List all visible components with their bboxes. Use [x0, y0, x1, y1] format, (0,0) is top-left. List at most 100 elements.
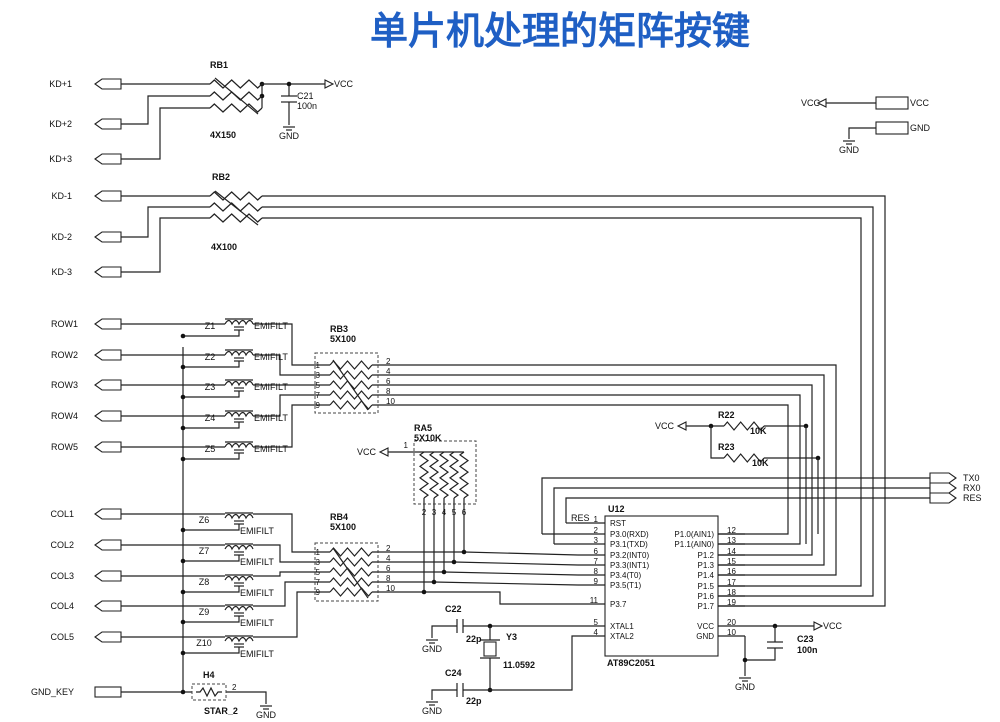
wire — [463, 635, 578, 691]
kd-minus-port — [94, 231, 122, 243]
u12-right-pin-name: P1.3 — [698, 561, 715, 570]
ra5-pin-bottom: 2 — [422, 508, 427, 517]
wire — [183, 361, 240, 368]
serial-label: RES — [963, 493, 982, 503]
rb4-ref: RB4 — [330, 512, 348, 522]
col-filter-value: EMIFILT — [240, 588, 274, 598]
connector-label-kd-minus: KD-2 — [51, 232, 72, 242]
connector-label-kd-plus: KD+1 — [49, 79, 72, 89]
u12-left-pin-name: XTAL1 — [610, 622, 634, 631]
ra5-pin-top: 1 — [404, 441, 409, 450]
row-filter-ref: Z4 — [205, 413, 216, 423]
rb3-pin-left: 5 — [316, 381, 321, 390]
u12-left-pin-num: 2 — [594, 526, 599, 535]
junction-dot — [180, 456, 186, 462]
h4-ref: H4 — [203, 670, 215, 680]
gnd-label: GND — [839, 145, 860, 155]
rb3-pin-right: 4 — [386, 367, 391, 376]
ra5-vcc-arrow — [378, 447, 389, 457]
connector-label-gnd-key: GND_KEY — [31, 687, 74, 697]
wire — [183, 422, 240, 429]
wire — [372, 551, 579, 556]
components — [94, 77, 957, 710]
wire — [372, 404, 789, 535]
u12-right-pin-num: 20 — [727, 618, 736, 627]
u12-left-pin-num: 7 — [594, 557, 599, 566]
wire — [565, 497, 930, 523]
row-filter-value: EMIFILT — [254, 352, 288, 362]
diagram-title: 单片机处理的矩阵按键 — [370, 9, 750, 53]
row-port — [94, 379, 122, 391]
u12-right-pin-name: P1.5 — [698, 582, 715, 591]
row-filter-value: EMIFILT — [254, 413, 288, 423]
wire — [183, 391, 240, 398]
connector-label-kd-plus: KD+3 — [49, 154, 72, 164]
row-emi-filter — [224, 350, 254, 357]
wire — [541, 477, 930, 534]
ra5-pin-bottom: 6 — [462, 508, 467, 517]
row-emi-filter — [224, 411, 254, 418]
u12-right-pin-num: 10 — [727, 628, 736, 637]
rb4-pin-left: 9 — [316, 588, 321, 597]
row-port — [94, 441, 122, 453]
u12-left-pin-num: 11 — [590, 596, 599, 605]
u12-right-pin-name: VCC — [697, 622, 714, 631]
wire — [372, 374, 825, 566]
wire — [253, 544, 330, 563]
h4-pin: 2 — [232, 683, 237, 692]
rb3-pin-left: 7 — [316, 391, 321, 400]
wire — [372, 571, 579, 576]
rb4-pin-right: 8 — [386, 574, 391, 583]
wire — [253, 571, 330, 577]
wire — [262, 217, 862, 587]
rb2-resistor — [209, 213, 263, 223]
u12-right-pin-num: 19 — [727, 598, 736, 607]
wire — [121, 95, 210, 125]
wire — [262, 206, 874, 597]
u12-right-pin-num: 15 — [727, 557, 736, 566]
legend-vcc-label-left: VCC — [801, 98, 821, 108]
gnd-label: GND — [256, 710, 277, 720]
rb2-network-line — [214, 190, 259, 226]
u12-right-pin-name: P1.7 — [698, 602, 715, 611]
u12-right-pin-name: P1.1(AIN0) — [674, 540, 714, 549]
connector-label-col: COL4 — [50, 601, 74, 611]
r22-vcc-label: VCC — [655, 421, 675, 431]
ra5-pin-bottom: 5 — [452, 508, 457, 517]
junction-dot — [180, 689, 186, 695]
u12-left-pin-name: RST — [610, 519, 626, 528]
col-port — [94, 600, 122, 612]
connector-label-row: ROW3 — [51, 380, 78, 390]
row-filter-ref: Z1 — [205, 321, 216, 331]
rb4-pin-left: 5 — [316, 568, 321, 577]
rb3-pin-left: 3 — [316, 371, 321, 380]
r23-value: 10K — [752, 458, 769, 468]
wire — [372, 364, 837, 576]
ra5-pin-bottom: 4 — [442, 508, 447, 517]
rb4-resistor — [329, 557, 373, 567]
row-filter-value: EMIFILT — [254, 444, 288, 454]
u12-left-pin-name: P3.4(T0) — [610, 571, 641, 580]
col-filter-value: EMIFILT — [240, 649, 274, 659]
wire — [183, 555, 240, 562]
junction-dot — [742, 657, 748, 663]
col-port — [94, 570, 122, 582]
rb4-outline — [314, 542, 379, 602]
c23-ref: C23 — [797, 634, 814, 644]
u12-left-pin-name: P3.7 — [610, 600, 627, 609]
u12-vcc-label: VCC — [823, 621, 843, 631]
u12-right-pin-num: 18 — [727, 588, 736, 597]
connector-label-kd-plus: KD+2 — [49, 119, 72, 129]
wire — [372, 591, 578, 605]
wire — [372, 561, 579, 566]
rb3-pin-right: 6 — [386, 377, 391, 386]
row-emi-filter — [224, 442, 254, 449]
legend-gnd-label-right: GND — [910, 123, 931, 133]
rb3-resistor — [329, 370, 373, 380]
wire — [253, 323, 330, 366]
junction-dot — [421, 589, 427, 595]
col-filter-ref: Z6 — [199, 515, 210, 525]
wire — [183, 647, 240, 654]
junction-dot — [180, 589, 186, 595]
u12-left-pin-num: 6 — [594, 547, 599, 556]
